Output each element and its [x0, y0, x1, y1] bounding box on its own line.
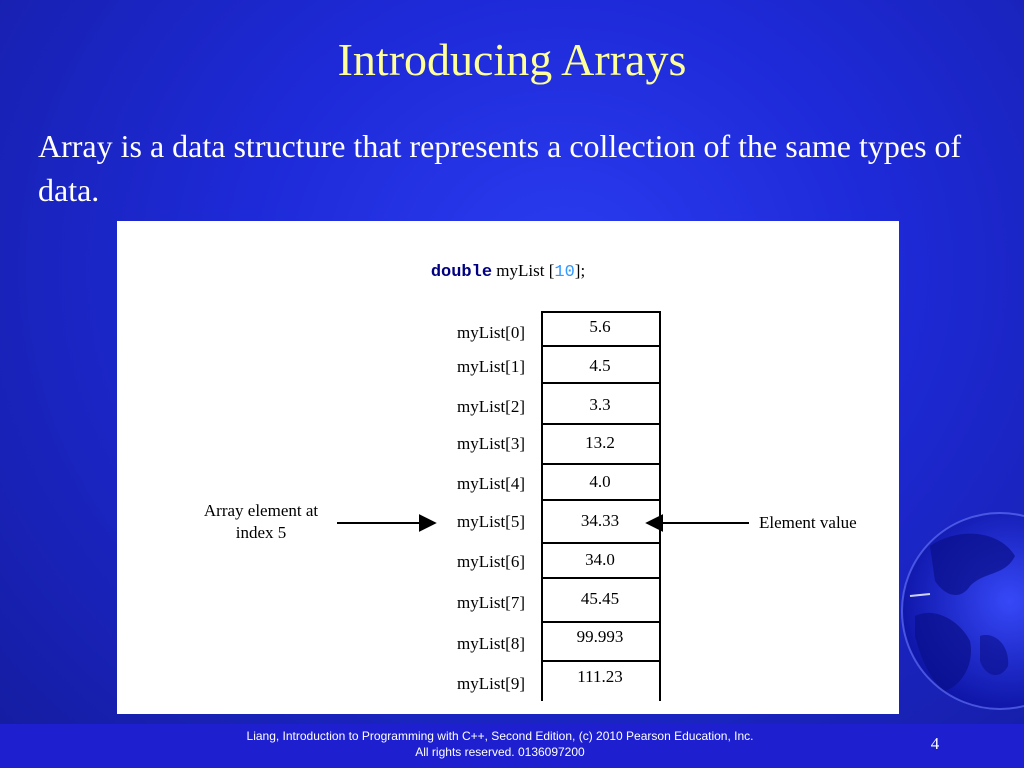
array-index-label: myList[1]	[457, 357, 525, 376]
array-left-border	[541, 311, 543, 701]
array-cell-divider	[541, 423, 659, 425]
decl-keyword: double	[430, 263, 493, 282]
array-index-label: myList[7]	[457, 593, 525, 612]
slide-title: Introducing Arrays	[337, 34, 687, 85]
footer-line1: Liang, Introduction to Programming with …	[246, 729, 754, 743]
array-cell-divider	[541, 577, 659, 579]
array-cell-divider	[541, 382, 659, 384]
array-top-border	[541, 311, 659, 313]
array-declaration: double myList [10];	[117, 261, 899, 282]
decl-end: ];	[574, 261, 586, 280]
arrows	[337, 514, 749, 532]
array-index-label: myList[0]	[457, 323, 525, 342]
array-index-label: myList[2]	[457, 397, 525, 416]
array-cell-divider	[541, 463, 659, 465]
array-index-label: myList[6]	[457, 552, 525, 571]
footer-line2: All rights reserved. 0136097200	[415, 745, 585, 759]
index-note: Array element at index 5	[181, 500, 341, 544]
array-index-label: myList[9]	[457, 674, 525, 693]
array-cell-value: 4.0	[589, 472, 611, 491]
decl-name: myList [	[492, 261, 555, 280]
array-cell-divider	[541, 660, 659, 662]
array-index-label: myList[5]	[457, 512, 525, 531]
array-cell-value: 99.993	[576, 627, 624, 646]
value-note: Element value	[759, 513, 857, 532]
page-number: 4	[930, 734, 940, 753]
globe-decoration	[901, 512, 1024, 710]
array-cell-value: 34.33	[580, 511, 620, 530]
array-cell-value: 4.5	[589, 356, 611, 375]
array-cell-divider	[541, 542, 659, 544]
array-cell-value: 13.2	[585, 433, 615, 452]
decl-size: 10	[554, 263, 575, 282]
array-cell-divider	[541, 499, 659, 501]
array-cell-value: 45.45	[580, 589, 620, 608]
array-cell-value: 111.23	[577, 667, 623, 686]
array-index-label: myList[3]	[457, 434, 525, 453]
array-index-label: myList[8]	[457, 634, 525, 653]
footer-copyright: Liang, Introduction to Programming with …	[150, 728, 850, 760]
array-right-border	[659, 311, 661, 701]
index-note-line2: index 5	[235, 523, 287, 542]
body-text: Array is a data structure that represent…	[38, 128, 962, 208]
array-cell-divider	[541, 621, 659, 623]
footer-bar	[0, 724, 1024, 768]
array-cell-value: 3.3	[589, 395, 611, 414]
index-note-line1: Array element at	[203, 501, 319, 520]
array-index-label: myList[4]	[457, 474, 525, 493]
array-cell-value: 34.0	[585, 550, 615, 569]
array-figure: double myList [10]; myList[0] 5.6 myList[1…	[117, 221, 899, 714]
array-cell-value: 5.6	[589, 317, 611, 336]
array-cell-divider	[541, 345, 659, 347]
